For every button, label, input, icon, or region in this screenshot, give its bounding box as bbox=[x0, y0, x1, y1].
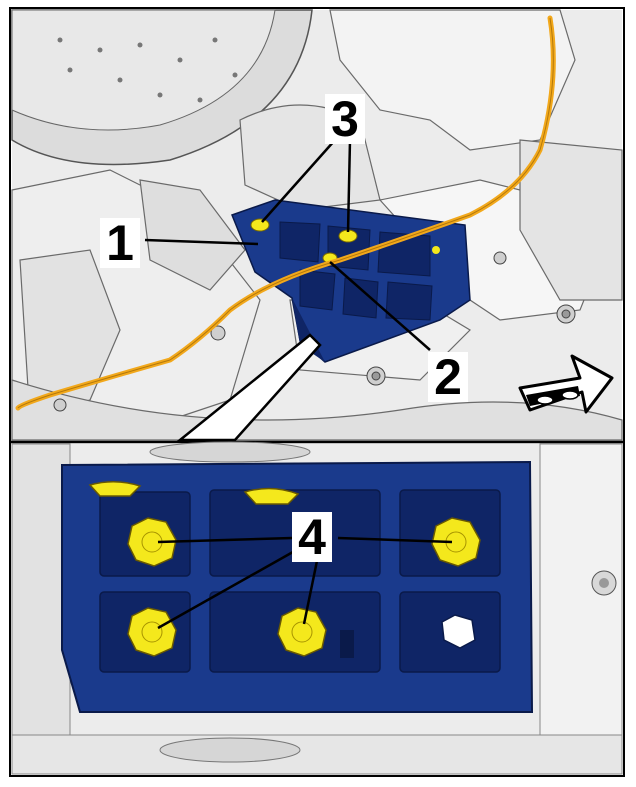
forward-direction-arrow-icon bbox=[518, 354, 614, 414]
bracket-detail bbox=[61, 460, 534, 713]
top-panel bbox=[11, 9, 623, 442]
callout-1: 1 bbox=[100, 218, 140, 268]
callout-2: 2 bbox=[428, 352, 468, 402]
brake-disc bbox=[11, 9, 313, 166]
lower-bolts bbox=[88, 481, 481, 657]
bottom-leader-lines bbox=[157, 536, 453, 630]
background-fasteners bbox=[53, 251, 576, 412]
zoom-indicator-lines bbox=[176, 333, 322, 442]
callout-3: 3 bbox=[325, 94, 365, 144]
upper-bolts bbox=[250, 218, 358, 264]
bottom-panel bbox=[11, 441, 623, 775]
top-leader-lines bbox=[144, 139, 431, 351]
background-components bbox=[11, 9, 623, 441]
callout-4: 4 bbox=[292, 512, 332, 562]
